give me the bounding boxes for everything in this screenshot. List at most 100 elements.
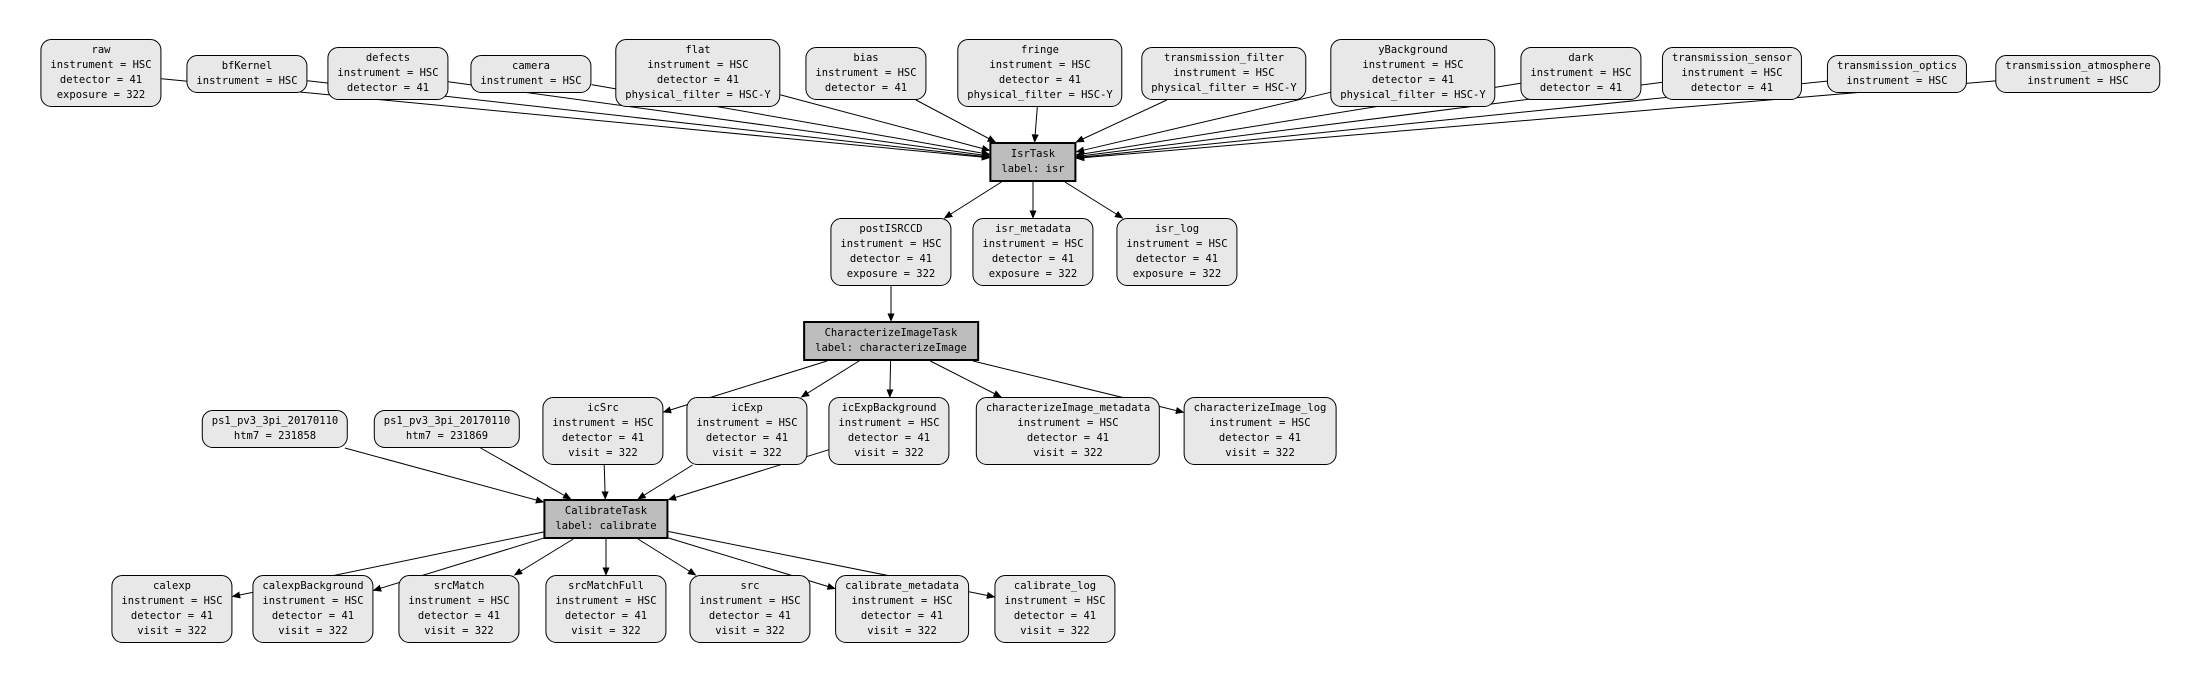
node-dimension: detector = 41 (1026, 432, 1110, 444)
dataset-node-icSrc: icSrc instrument = HSC detector = 41 visit … (542, 397, 664, 465)
node-dimension: detector = 41 (998, 74, 1082, 86)
node-title: postISRCCD (859, 223, 923, 235)
node-dimension: detector = 41 (847, 432, 931, 444)
edge-defects-to-IsrTask (448, 81, 991, 159)
node-title: characterizeImage_log (1193, 402, 1327, 414)
node-title: transmission_optics (1836, 60, 1958, 72)
node-dimension: instrument = HSC (647, 59, 749, 71)
edge-icSrc-to-CalibrateTask (601, 464, 609, 500)
node-title: camera (512, 60, 550, 72)
node-dimension: label: calibrate (555, 520, 657, 532)
node-dimension: visit = 322 (568, 447, 638, 459)
node-dimension: detector = 41 (271, 610, 355, 622)
node-dimension: visit = 322 (1020, 625, 1090, 637)
node-dimension: instrument = HSC (480, 75, 582, 87)
node-dimension: detector = 41 (346, 82, 430, 94)
edge-IsrTask-to-postISRCCD (943, 181, 1002, 219)
node-title: calexpBackground (262, 580, 364, 592)
node-dimension: instrument = HSC (699, 595, 801, 607)
node-title: bias (853, 52, 879, 64)
node-title: calibrate_log (1013, 580, 1097, 592)
node-title: CalibrateTask (564, 505, 648, 517)
node-dimension: instrument = HSC (1681, 67, 1783, 79)
node-dimension: instrument = HSC (552, 417, 654, 429)
node-title: CharacterizeImageTask (824, 327, 958, 339)
node-dimension: visit = 322 (1225, 447, 1295, 459)
node-dimension: detector = 41 (860, 610, 944, 622)
node-dimension: detector = 41 (1371, 74, 1455, 86)
node-dimension: detector = 41 (561, 432, 645, 444)
node-dimension: instrument = HSC (1530, 67, 1632, 79)
edge-IsrTask-to-isr_log (1064, 181, 1124, 219)
edge-CharacterizeImageTask-to-icExpBackground (886, 360, 894, 398)
node-title: srcMatch (433, 580, 485, 592)
node-dimension: physical_filter = HSC-Y (967, 89, 1113, 101)
node-dimension: instrument = HSC (982, 238, 1084, 250)
node-title: defects (365, 52, 411, 64)
edge-yBackground-to-IsrTask (1075, 91, 1331, 154)
node-dimension: visit = 322 (278, 625, 348, 637)
node-dimension: physical_filter = HSC-Y (625, 89, 771, 101)
node-dimension: instrument = HSC (121, 595, 223, 607)
node-title: IsrTask (1010, 148, 1056, 160)
node-dimension: detector = 41 (1135, 253, 1219, 265)
edge-CalibrateTask-to-src (637, 538, 697, 576)
node-dimension: exposure = 322 (846, 268, 936, 280)
node-dimension: visit = 322 (424, 625, 494, 637)
node-dimension: detector = 41 (417, 610, 501, 622)
node-title: icExp (731, 402, 763, 414)
node-title: transmission_sensor (1671, 52, 1793, 64)
node-dimension: exposure = 322 (56, 89, 146, 101)
edge-ps1_pv3_3pi_20170110_a-to-CalibrateTask (344, 447, 545, 504)
node-dimension: instrument = HSC (1017, 417, 1119, 429)
task-node-CalibrateTask: CalibrateTask label: calibrate (543, 499, 669, 539)
node-dimension: instrument = HSC (262, 595, 364, 607)
node-dimension: detector = 41 (708, 610, 792, 622)
edge-CharacterizeImageTask-to-characterizeImage_metadata (930, 360, 1002, 398)
node-title: srcMatchFull (568, 580, 644, 592)
node-dimension: instrument = HSC (838, 417, 940, 429)
node-dimension: detector = 41 (705, 432, 789, 444)
node-dimension: label: characterizeImage (815, 342, 967, 354)
node-dimension: visit = 322 (712, 447, 782, 459)
node-dimension: instrument = HSC (555, 595, 657, 607)
edge-fringe-to-IsrTask (1031, 106, 1039, 143)
dataset-node-camera: camera instrument = HSC (470, 55, 592, 93)
edge-transmission_atmosphere-to-IsrTask (1075, 80, 1996, 162)
node-dimension: instrument = HSC (408, 595, 510, 607)
node-title: icSrc (587, 402, 619, 414)
node-title: isr_log (1154, 223, 1200, 235)
node-dimension: instrument = HSC (1362, 59, 1464, 71)
node-dimension: visit = 322 (867, 625, 937, 637)
edge-icExp-to-CalibrateTask (637, 464, 693, 500)
node-dimension: detector = 41 (656, 74, 740, 86)
node-title: transmission_filter (1163, 52, 1285, 64)
node-dimension: visit = 322 (1033, 447, 1103, 459)
node-dimension: detector = 41 (1690, 82, 1774, 94)
node-dimension: instrument = HSC (50, 59, 152, 71)
node-title: characterizeImage_metadata (985, 402, 1151, 414)
node-dimension: instrument = HSC (989, 59, 1091, 71)
node-dimension: detector = 41 (849, 253, 933, 265)
node-title: isr_metadata (995, 223, 1071, 235)
node-dimension: htm7 = 231858 (233, 430, 317, 442)
node-dimension: instrument = HSC (2027, 75, 2129, 87)
edge-flat-to-IsrTask (780, 94, 991, 152)
